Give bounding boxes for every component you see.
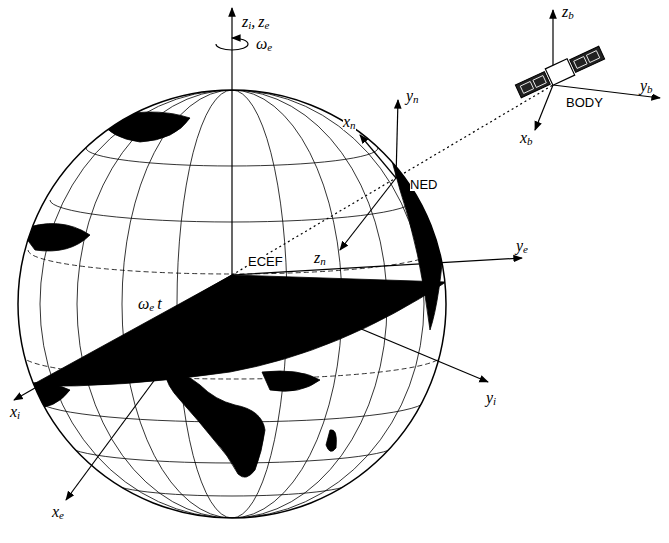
axis-label: n bbox=[320, 256, 326, 267]
axis-label: BODY bbox=[566, 96, 603, 109]
axis-label: x bbox=[10, 404, 17, 420]
axis-label: y bbox=[486, 390, 493, 406]
axis-label: b bbox=[647, 84, 653, 95]
axis-label: t bbox=[157, 296, 161, 312]
axis-label: x bbox=[343, 114, 350, 130]
axis-label: y bbox=[516, 238, 523, 254]
axis-label: x bbox=[520, 130, 527, 146]
axis-label: b bbox=[568, 10, 574, 21]
axis-label: y bbox=[406, 88, 413, 104]
axis-label: e bbox=[265, 20, 270, 31]
axes bbox=[14, 8, 660, 500]
satellite bbox=[515, 44, 606, 99]
axis-label: e bbox=[523, 244, 528, 255]
axis-label: i bbox=[17, 410, 20, 421]
axis-label: ω bbox=[256, 36, 267, 52]
axis-label: y bbox=[640, 78, 647, 94]
axis-label: n bbox=[350, 120, 356, 131]
axis-label: ω bbox=[138, 296, 149, 312]
axis-label: ECEF bbox=[248, 255, 283, 268]
axis-label: e bbox=[267, 42, 272, 53]
axis-label: b bbox=[527, 136, 533, 147]
axis-label: x bbox=[52, 504, 59, 520]
axis-label: e bbox=[149, 302, 154, 313]
axis-label: n bbox=[413, 94, 419, 105]
axis-label: NED bbox=[410, 178, 437, 191]
axis-label: e bbox=[59, 510, 64, 521]
axis-label: i bbox=[493, 396, 496, 407]
axis-label: , bbox=[251, 14, 255, 30]
